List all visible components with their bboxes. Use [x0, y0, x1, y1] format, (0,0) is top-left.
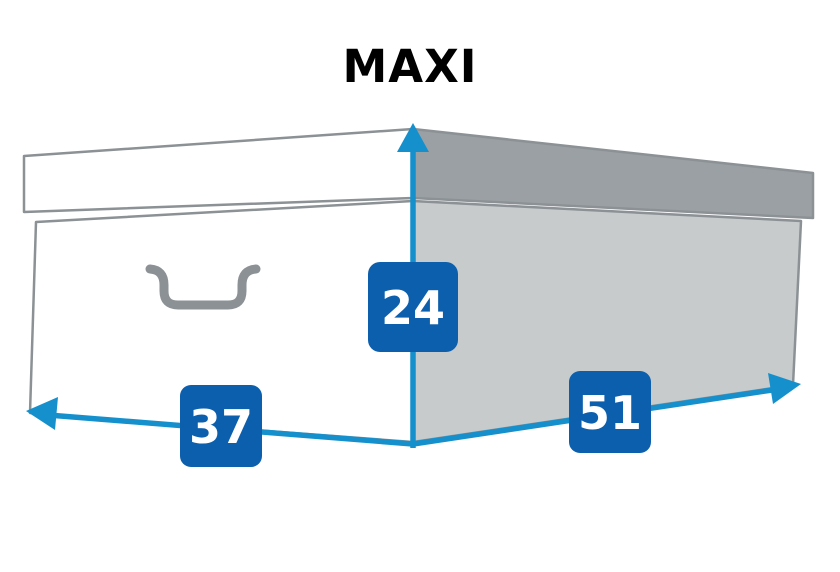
dimension-badges: 24 37 51 [180, 262, 651, 467]
depth-arrowhead-icon [768, 373, 801, 404]
height-badge [368, 262, 458, 352]
diagram-title: MAXI [342, 40, 478, 93]
height-value: 24 [381, 281, 445, 335]
depth-badge [569, 371, 651, 453]
box-lid-left [22, 127, 415, 214]
depth-value: 51 [578, 386, 642, 440]
width-badge [180, 385, 262, 467]
height-arrowhead-icon [397, 123, 429, 152]
width-value: 37 [189, 400, 253, 454]
width-arrowhead-icon [26, 397, 58, 430]
box-handle-icon [145, 264, 261, 310]
